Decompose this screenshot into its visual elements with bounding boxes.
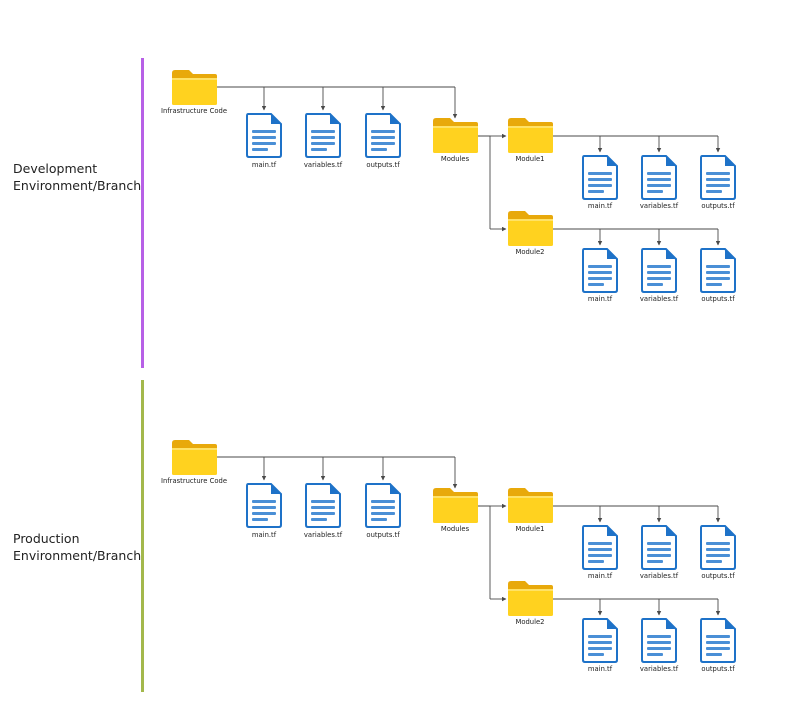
root-file-label: variables.tf [304,531,343,539]
module1-variables-tf-file-icon [641,525,677,570]
module1-outputs-tf-file-icon [700,155,736,200]
module2-variables-tf-file-icon [641,248,677,293]
dev-environment-label-line2: Environment/Branch [13,178,142,193]
root-main-tf-file-icon [246,483,282,528]
prod-environment-label: Production Environment/Branch [13,530,141,564]
module1-folder-icon [508,118,553,153]
root-main-tf-file-icon [246,113,282,158]
module2-variables-tf-file-icon [641,618,677,663]
module1-outputs-tf-file-icon [700,525,736,570]
module-file-label: main.tf [588,202,613,210]
root-file-label: variables.tf [304,161,343,169]
root-file-label: main.tf [252,161,277,169]
root-outputs-tf-file-icon [365,113,401,158]
module-file-label: outputs.tf [701,295,735,303]
modules-folder-icon [433,118,478,153]
modules-folder-label: Modules [441,525,470,533]
root-file-label: main.tf [252,531,277,539]
module-file-label: variables.tf [640,295,679,303]
prod-environment-label-line1: Production [13,531,80,546]
root-folder-icon [172,440,217,475]
module1-folder-label: Module1 [515,525,544,533]
module1-folder-label: Module1 [515,155,544,163]
root-folder-icon [172,70,217,105]
module2-folder-icon [508,581,553,616]
root-variables-tf-file-icon [305,113,341,158]
root-variables-tf-file-icon [305,483,341,528]
module2-main-tf-file-icon [582,618,618,663]
module1-main-tf-file-icon [582,155,618,200]
root-folder-label: Infrastructure Code [161,107,227,115]
module2-folder-label: Module2 [515,248,544,256]
module-file-label: main.tf [588,665,613,673]
dev-environment-label-line1: Development [13,161,98,176]
prod-environment-divider [141,380,144,692]
module1-main-tf-file-icon [582,525,618,570]
module-file-label: main.tf [588,295,613,303]
dev-environment-tree: Infrastructure Code main.tf variables.tf ou… [161,70,736,303]
module-file-label: outputs.tf [701,572,735,580]
modules-folder-icon [433,488,478,523]
module1-variables-tf-file-icon [641,155,677,200]
prod-environment-tree: Infrastructure Code main.tf variables.tf ou… [161,440,736,673]
module2-outputs-tf-file-icon [700,618,736,663]
modules-folder-label: Modules [441,155,470,163]
root-outputs-tf-file-icon [365,483,401,528]
module2-outputs-tf-file-icon [700,248,736,293]
module-file-label: main.tf [588,572,613,580]
module2-main-tf-file-icon [582,248,618,293]
prod-environment-label-line2: Environment/Branch [13,548,142,563]
dev-environment-label: Development Environment/Branch [13,160,141,194]
dev-environment-divider [141,58,144,368]
root-file-label: outputs.tf [366,531,400,539]
module-file-label: variables.tf [640,665,679,673]
module2-folder-icon [508,211,553,246]
module-file-label: outputs.tf [701,665,735,673]
module1-folder-icon [508,488,553,523]
root-file-label: outputs.tf [366,161,400,169]
module-file-label: variables.tf [640,572,679,580]
module-file-label: variables.tf [640,202,679,210]
module2-folder-label: Module2 [515,618,544,626]
module-file-label: outputs.tf [701,202,735,210]
root-folder-label: Infrastructure Code [161,477,227,485]
